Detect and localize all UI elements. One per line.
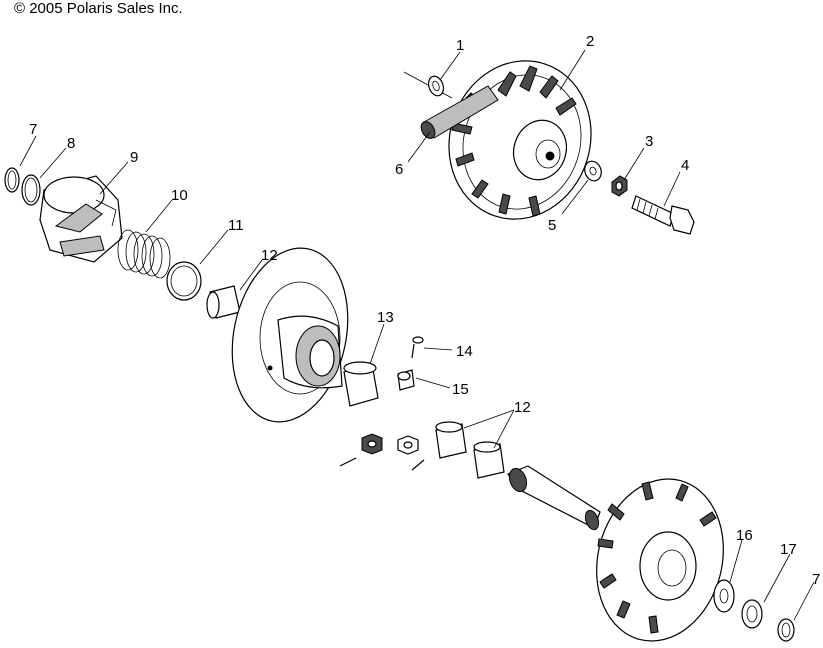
- callout-13: 13: [377, 309, 394, 326]
- driven-moveable-sheave: [231, 247, 349, 423]
- callout-5: 5: [548, 217, 556, 234]
- part-13-bushing: [343, 361, 379, 407]
- callout-10: 10: [171, 187, 188, 204]
- part-6-drive-shaft-sleeve: [403, 71, 499, 139]
- part-8-ring: [21, 174, 41, 206]
- part-14-pin: [411, 336, 424, 359]
- callout-7-right: 7: [812, 571, 820, 588]
- part-12-bushing-upper: [206, 285, 241, 319]
- drive-clutch-sheave: [448, 60, 592, 220]
- callout-15: 15: [452, 381, 469, 398]
- callout-14: 14: [456, 343, 473, 360]
- callout-16: 16: [736, 527, 753, 544]
- callout-17: 17: [780, 541, 797, 558]
- callout-11: 11: [228, 217, 244, 234]
- part-4-bolt: [631, 195, 695, 235]
- part-10-spring: [117, 229, 171, 279]
- part-12-bushings-lower: [435, 421, 505, 479]
- callout-1: 1: [456, 37, 464, 54]
- part-3-nut: [611, 175, 628, 197]
- part-11-ring: [166, 261, 202, 301]
- part-1-washer: [427, 75, 445, 97]
- callout-8: 8: [67, 135, 75, 152]
- callout-labels: 1 2 3 4 5 6 7 8 9 10 11 12 13 14 15 12 1…: [29, 33, 820, 588]
- callout-2: 2: [586, 33, 594, 50]
- part-5-washer: [584, 160, 602, 182]
- callout-12-upper: 12: [261, 247, 278, 264]
- leader-lines: [19, 49, 815, 621]
- callout-6: 6: [395, 161, 403, 178]
- part-7-snap-ring-right: [777, 618, 795, 642]
- callout-3: 3: [645, 133, 653, 150]
- part-16-washer: [713, 579, 735, 613]
- callout-9: 9: [130, 149, 138, 166]
- driven-shaft: [507, 465, 601, 531]
- copyright-notice: © 2005 Polaris Sales Inc.: [14, 0, 183, 17]
- part-9-helix-cam: [39, 175, 123, 263]
- callout-7-left: 7: [29, 121, 37, 138]
- roller-hardware: [339, 433, 425, 471]
- part-7-snap-ring-left: [4, 167, 20, 193]
- part-17-retaining-ring: [741, 599, 763, 629]
- part-15-roller: [397, 369, 415, 391]
- driven-fixed-sheave: [596, 478, 724, 642]
- callout-4: 4: [681, 157, 689, 174]
- callout-12-lower: 12: [514, 399, 531, 416]
